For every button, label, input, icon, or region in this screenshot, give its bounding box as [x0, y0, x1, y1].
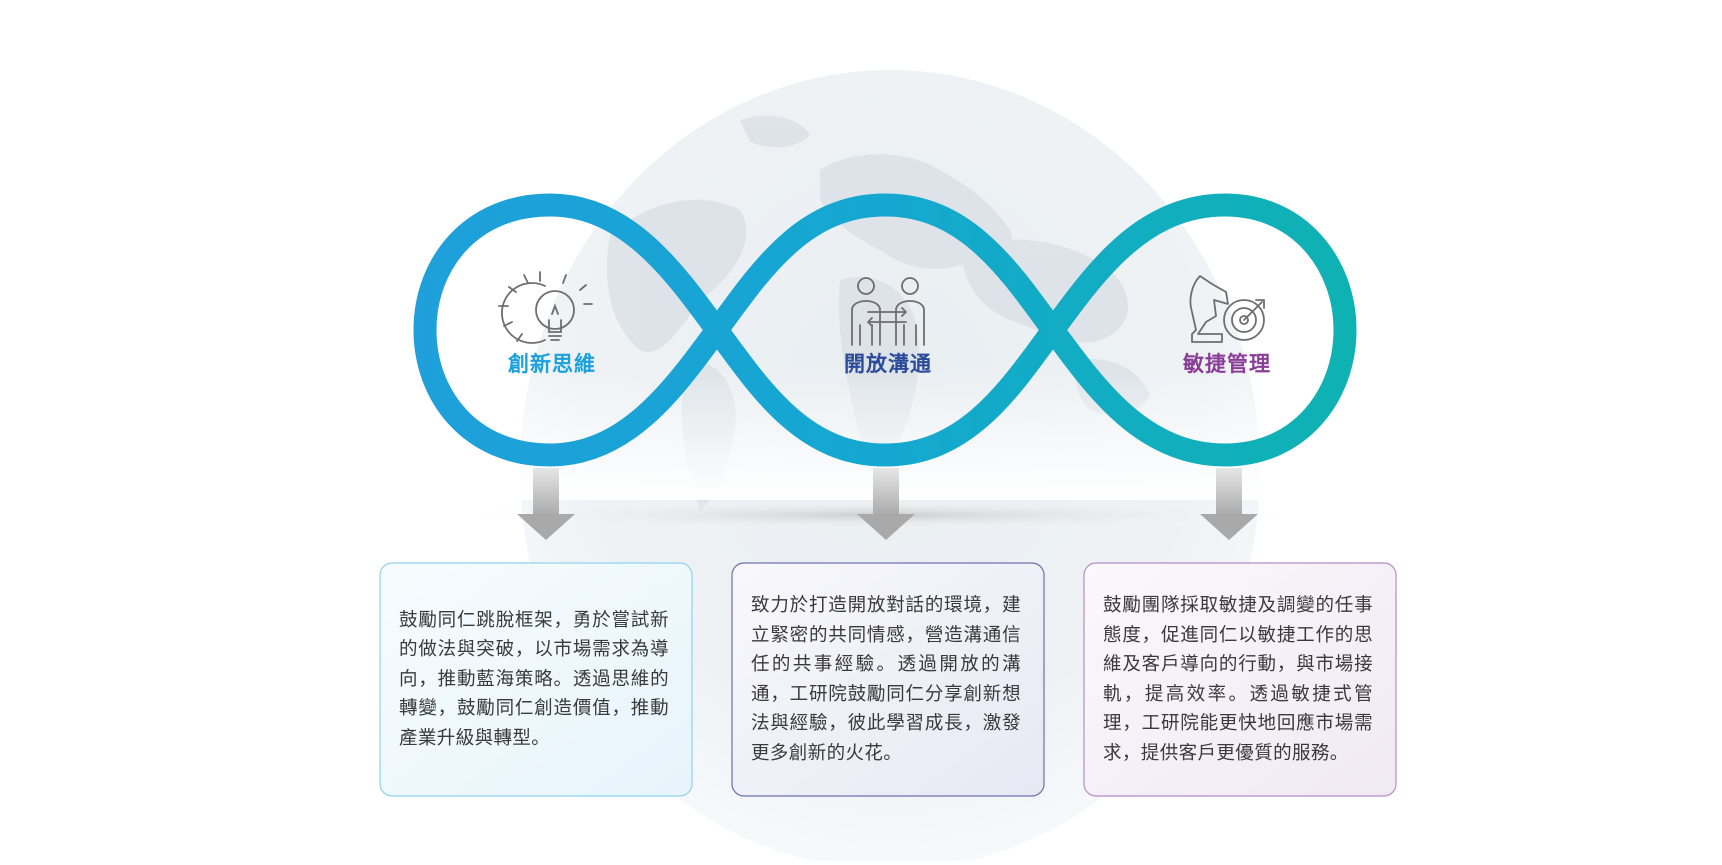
- arrow-down-icon: [517, 468, 575, 540]
- infinity-ribbon: [413, 193, 1357, 467]
- card-agile-text: 鼓勵團隊採取敏捷及調變的任事態度，促進同仁以敏捷工作的思維及客戶導向的行動，與市…: [1103, 595, 1373, 764]
- pillar-title-communication: 開放溝通: [844, 352, 932, 376]
- card-innovation: 鼓勵同仁跳脫框架，勇於嘗試新的做法與突破，以市場需求為導向，推動藍海策略。透過思…: [380, 563, 692, 796]
- card-agile: 鼓勵團隊採取敏捷及調變的任事態度，促進同仁以敏捷工作的思維及客戶導向的行動，與市…: [1084, 563, 1396, 796]
- arrow-down-icon: [1200, 468, 1258, 540]
- card-background: [1083, 562, 1397, 797]
- chess-knight-target-icon: [1189, 275, 1265, 343]
- two-people-exchange-icon: [851, 277, 925, 346]
- arrow-down-icon: [857, 468, 915, 540]
- card-background: [731, 562, 1045, 797]
- pillar-title-innovation: 創新思維: [508, 352, 596, 376]
- card-communication-text: 致力於打造開放對話的環境，建立緊密的共同情感，營造溝通信任的共事經驗。透過開放的…: [751, 595, 1021, 764]
- card-innovation-text: 鼓勵同仁跳脫框架，勇於嘗試新的做法與突破，以市場需求為導向，推動藍海策略。透過思…: [399, 609, 669, 749]
- card-communication: 致力於打造開放對話的環境，建立緊密的共同情感，營造溝通信任的共事經驗。透過開放的…: [732, 563, 1044, 796]
- lightbulb-gear-icon: [498, 271, 593, 344]
- pillar-title-agile: 敏捷管理: [1183, 352, 1271, 376]
- card-background: [379, 562, 693, 797]
